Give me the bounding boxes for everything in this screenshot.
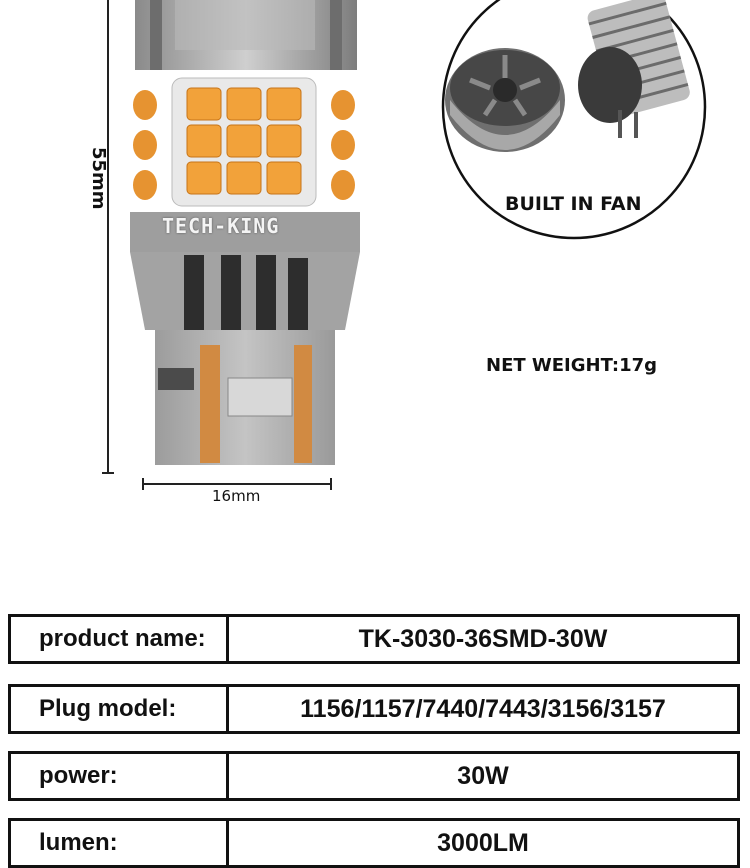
led-chip — [266, 124, 302, 158]
led-chip — [266, 161, 302, 195]
built-in-fan-inset — [441, 0, 707, 240]
spec-value: TK-3030-36SMD-30W — [358, 624, 608, 653]
spec-row-plug-model: Plug model: 1156/1157/7440/7443/3156/315… — [8, 684, 740, 734]
height-dimension-line — [102, 0, 114, 474]
led-array — [171, 77, 317, 207]
built-in-fan-caption: BUILT IN FAN — [505, 193, 642, 215]
spec-key: lumen: — [11, 821, 229, 865]
height-dimension-label: 55mm — [88, 147, 109, 210]
spec-value: 1156/1157/7440/7443/3156/3157 — [300, 694, 666, 723]
width-dimension-line — [142, 478, 332, 490]
spec-value: 30W — [457, 761, 509, 790]
spec-row-power: power: 30W — [8, 751, 740, 801]
brand-logo: TECH-KING — [162, 214, 280, 238]
spec-row-product-name: product name: TK-3030-36SMD-30W — [8, 614, 740, 664]
led-chip — [186, 161, 222, 195]
led-chip — [266, 87, 302, 121]
led-chip — [226, 161, 262, 195]
net-weight-label: NET WEIGHT:17g — [486, 355, 658, 376]
spec-key: product name: — [11, 617, 229, 661]
spec-key: power: — [11, 754, 229, 798]
led-bulb-illustration — [102, 0, 707, 490]
led-chip — [226, 87, 262, 121]
spec-value: 3000LM — [437, 828, 529, 857]
width-dimension-label: 16mm — [212, 487, 261, 505]
bulb-base — [130, 252, 360, 465]
led-chip — [186, 87, 222, 121]
led-chip — [186, 124, 222, 158]
side-leds — [133, 90, 355, 200]
heat-sink — [135, 0, 357, 70]
bulb-collar — [130, 212, 360, 252]
spec-row-lumen: lumen: 3000LM — [8, 818, 740, 868]
spec-key: Plug model: — [11, 687, 229, 731]
led-chip — [226, 124, 262, 158]
